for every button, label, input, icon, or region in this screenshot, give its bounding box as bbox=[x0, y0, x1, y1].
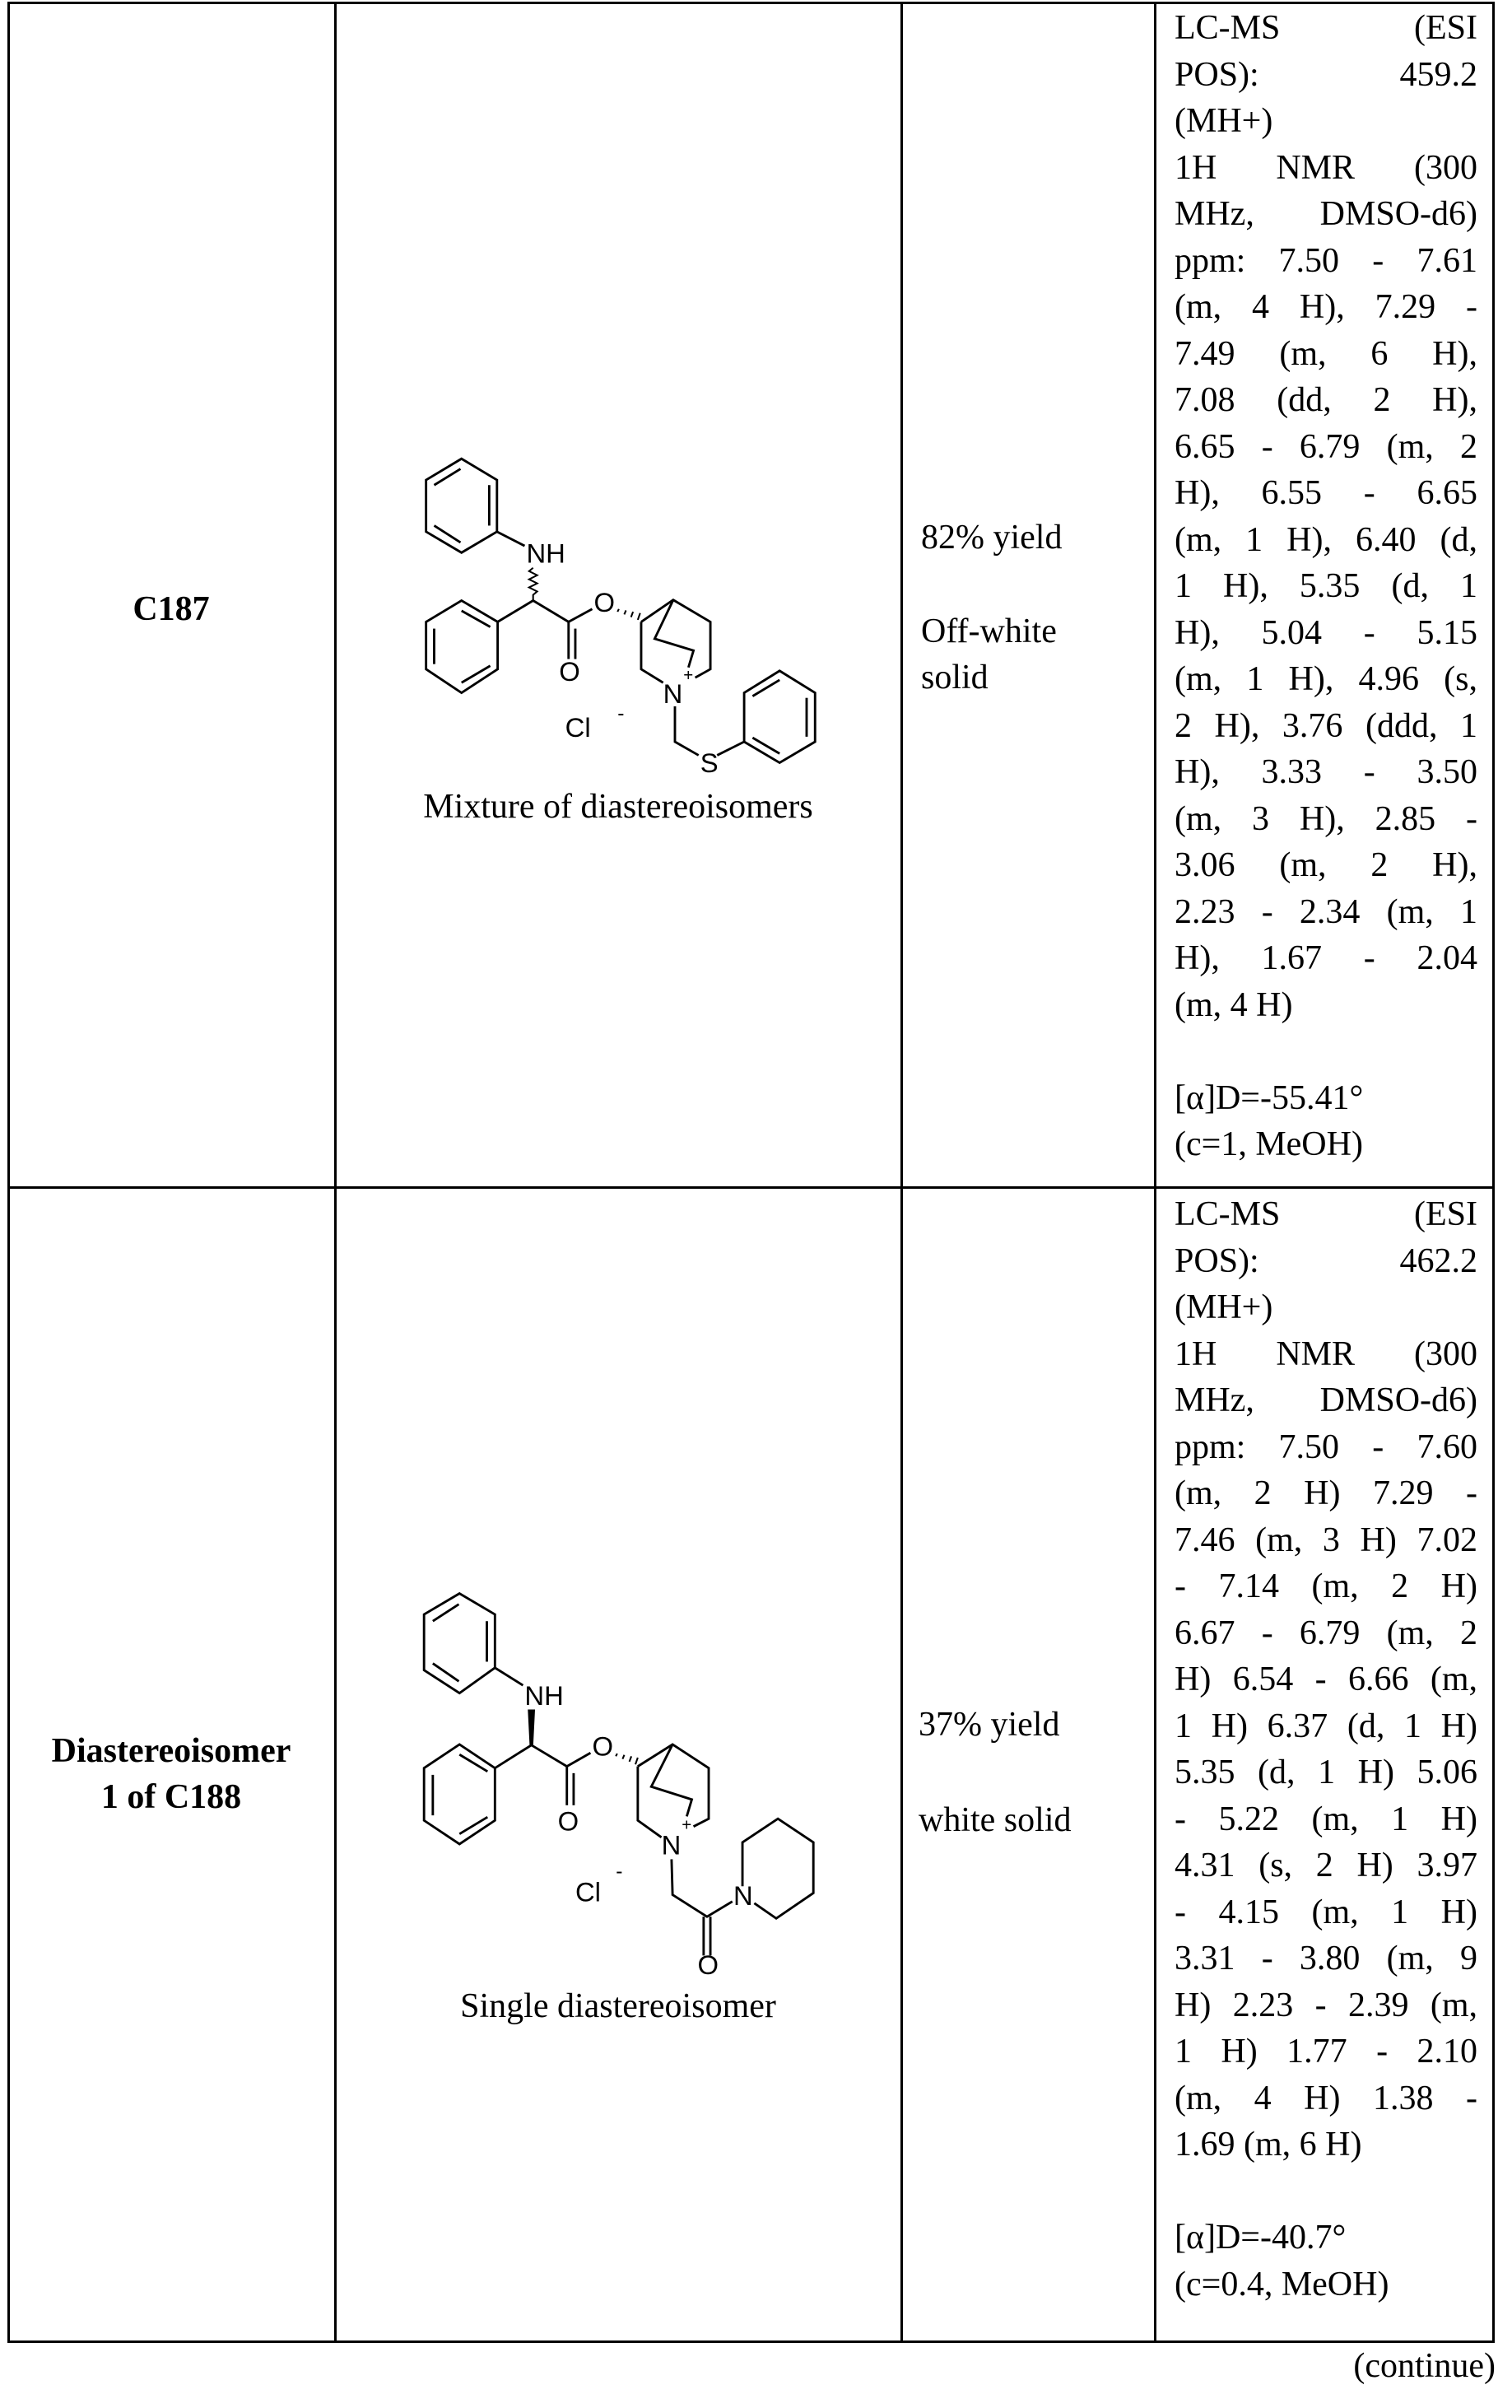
nh-label: NH bbox=[524, 1680, 563, 1711]
characterization-line: H) 6.54 - 6.66 (m, bbox=[1175, 1656, 1477, 1703]
characterization-line: - 7.14 (m, 2 H) bbox=[1175, 1563, 1477, 1610]
characterization-line: 3.31 - 3.80 (m, 9 bbox=[1175, 1935, 1477, 1982]
nitrogen-label: N bbox=[662, 1829, 682, 1860]
appearance-line: white solid bbox=[919, 1796, 1072, 1844]
chloride-charge-label: - bbox=[616, 1861, 622, 1883]
continue-note: (continue) bbox=[1353, 2346, 1496, 2386]
characterization-line: H), 1.67 - 2.04 bbox=[1175, 935, 1477, 982]
characterization-line: H), 6.55 - 6.65 bbox=[1175, 470, 1477, 517]
nitrogen-label: N bbox=[663, 678, 683, 709]
piperidine-ring bbox=[742, 1819, 813, 1918]
characterization-line: LC-MS (ESI bbox=[1175, 5, 1477, 52]
characterization-line: 6.67 - 6.79 (m, 2 bbox=[1175, 1610, 1477, 1657]
characterization-data: LC-MS (ESIPOS): 459.2(MH+)1H NMR (300MHz… bbox=[1175, 5, 1477, 1168]
yield-text: 37% yield bbox=[919, 1701, 1059, 1749]
characterization-line: [α]D=-40.7° bbox=[1175, 2215, 1477, 2261]
appearance-line: Off-white bbox=[921, 608, 1057, 655]
characterization-line: (c=0.4, MeOH) bbox=[1175, 2261, 1477, 2308]
characterization-line: 4.31 (s, 2 H) 3.97 bbox=[1175, 1842, 1477, 1889]
characterization-line: POS): 459.2 bbox=[1175, 52, 1477, 99]
characterization-line: 2 H), 3.76 (ddd, 1 bbox=[1175, 703, 1477, 750]
characterization-line: (m, 2 H) 7.29 - bbox=[1175, 1470, 1477, 1517]
characterization-line: POS): 462.2 bbox=[1175, 1238, 1477, 1285]
amide-oxygen-label: O bbox=[697, 1949, 719, 1976]
characterization-line: 1H NMR (300 bbox=[1175, 145, 1477, 192]
characterization-data: LC-MS (ESIPOS): 462.2(MH+)1H NMR (300MHz… bbox=[1175, 1191, 1477, 2308]
characterization-line: (MH+) bbox=[1175, 1284, 1477, 1331]
characterization-line bbox=[1175, 2168, 1477, 2215]
characterization-line: (c=1, MeOH) bbox=[1175, 1121, 1477, 1168]
characterization-line: (MH+) bbox=[1175, 98, 1477, 145]
characterization-line: (m, 4 H) bbox=[1175, 982, 1477, 1029]
characterization-line: 3.06 (m, 2 H), bbox=[1175, 842, 1477, 889]
characterization-line: LC-MS (ESI bbox=[1175, 1191, 1477, 1238]
nh-label: NH bbox=[526, 538, 565, 569]
phenyl-ring-thio bbox=[744, 671, 815, 763]
structure-caption: Single diastereoisomer bbox=[335, 1986, 901, 2027]
characterization-line: H) 2.23 - 2.39 (m, bbox=[1175, 1982, 1477, 2029]
phenyl-ring-aniline bbox=[426, 459, 497, 552]
phenyl-ring bbox=[426, 601, 498, 693]
wavy-bond bbox=[529, 568, 537, 601]
carbonyl-oxygen-label: O bbox=[559, 656, 580, 687]
compound-id-line: 1 of C188 bbox=[7, 1773, 335, 1821]
characterization-line: 7.46 (m, 3 H) 7.02 bbox=[1175, 1517, 1477, 1564]
characterization-line: (m, 1 H), 4.96 (s, bbox=[1175, 656, 1477, 703]
characterization-line: 1 H), 5.35 (d, 1 bbox=[1175, 563, 1477, 610]
characterization-line: (m, 1 H), 6.40 (d, bbox=[1175, 517, 1477, 564]
structure-caption: Mixture of diastereoisomers bbox=[335, 786, 901, 827]
characterization-line: 2.23 - 2.34 (m, 1 bbox=[1175, 889, 1477, 936]
phenyl-ring-aniline bbox=[424, 1594, 495, 1693]
sulfur-label: S bbox=[700, 748, 719, 774]
appearance-line: solid bbox=[921, 654, 989, 701]
carbonyl-oxygen-label: O bbox=[558, 1806, 579, 1837]
chloride-label: Cl bbox=[575, 1877, 601, 1907]
phenyl-ring bbox=[424, 1744, 495, 1844]
characterization-line: - 4.15 (m, 1 H) bbox=[1175, 1889, 1477, 1936]
characterization-line: 1H NMR (300 bbox=[1175, 1331, 1477, 1378]
characterization-line: 5.35 (d, 1 H) 5.06 bbox=[1175, 1749, 1477, 1796]
characterization-line: ppm: 7.50 - 7.60 bbox=[1175, 1424, 1477, 1471]
table-top-border bbox=[7, 2, 1495, 4]
characterization-line: MHz, DMSO-d6) bbox=[1175, 191, 1477, 238]
characterization-line: 6.65 - 6.79 (m, 2 bbox=[1175, 424, 1477, 471]
characterization-line: 1 H) 6.37 (d, 1 H) bbox=[1175, 1703, 1477, 1750]
charge-label: + bbox=[683, 666, 693, 685]
yield-text: 82% yield bbox=[921, 514, 1062, 561]
compound-id-line: Diastereoisomer bbox=[7, 1727, 335, 1775]
characterization-line: H), 5.04 - 5.15 bbox=[1175, 610, 1477, 657]
characterization-line: (m, 4 H), 7.29 - bbox=[1175, 284, 1477, 331]
characterization-line: (m, 4 H) 1.38 - bbox=[1175, 2075, 1477, 2122]
chemical-structure-c188: NH O O N + O N Cl - bbox=[346, 1581, 872, 1976]
wedge-bond bbox=[529, 1711, 534, 1744]
chemical-structure-c187: NH O O N + S Cl - bbox=[346, 445, 872, 774]
chloride-label: Cl bbox=[565, 712, 591, 743]
characterization-line: MHz, DMSO-d6) bbox=[1175, 1377, 1477, 1424]
characterization-line: ppm: 7.50 - 7.61 bbox=[1175, 238, 1477, 285]
table-left-border bbox=[7, 2, 10, 2343]
characterization-line bbox=[1175, 1028, 1477, 1075]
table-right-border bbox=[1492, 2, 1495, 2343]
column-divider-3 bbox=[1154, 2, 1156, 2343]
characterization-line: (m, 3 H), 2.85 - bbox=[1175, 796, 1477, 843]
characterization-line: 7.49 (m, 6 H), bbox=[1175, 331, 1477, 378]
characterization-line: [α]D=-55.41° bbox=[1175, 1075, 1477, 1122]
chloride-charge-label: - bbox=[617, 702, 624, 724]
compound-id: C187 bbox=[7, 585, 335, 633]
ester-oxygen-label: O bbox=[592, 1731, 613, 1762]
charge-label: + bbox=[682, 1816, 691, 1835]
characterization-line: 7.08 (dd, 2 H), bbox=[1175, 377, 1477, 424]
characterization-line: - 5.22 (m, 1 H) bbox=[1175, 1796, 1477, 1843]
characterization-line: H), 3.33 - 3.50 bbox=[1175, 749, 1477, 796]
characterization-line: 1.69 (m, 6 H) bbox=[1175, 2122, 1477, 2168]
table-bottom-border bbox=[7, 2340, 1495, 2343]
ester-oxygen-label: O bbox=[594, 587, 616, 617]
characterization-line: 1 H) 1.77 - 2.10 bbox=[1175, 2028, 1477, 2075]
row-divider bbox=[7, 1186, 1495, 1189]
